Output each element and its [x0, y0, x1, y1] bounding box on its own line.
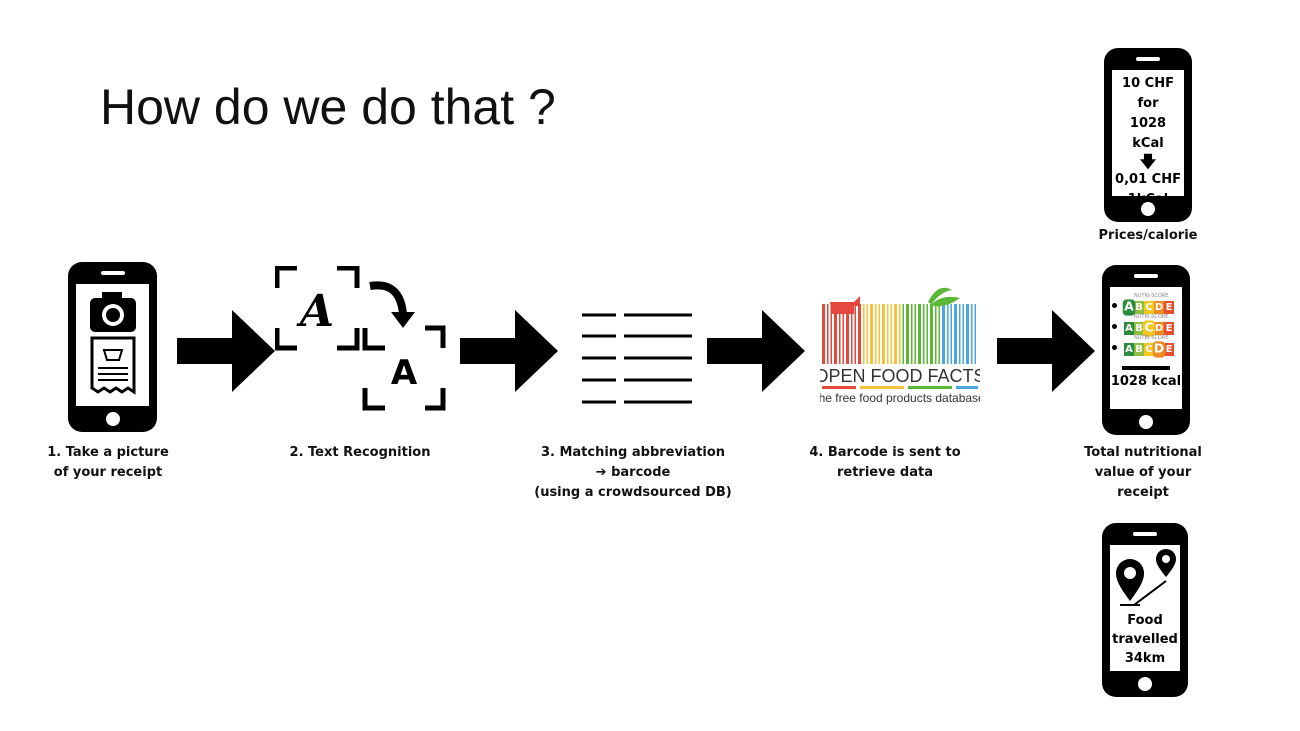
barcode-bar	[947, 304, 949, 364]
barcode-bar	[962, 304, 964, 364]
barcode-bar	[851, 304, 853, 364]
barcode-bar	[846, 304, 849, 364]
nutri-letter: B	[1134, 343, 1144, 356]
barcode-bar	[911, 304, 913, 364]
svg-text:A: A	[391, 353, 418, 393]
svg-text:A: A	[296, 286, 334, 337]
barcode-bar	[942, 304, 945, 364]
nutri-letter: E	[1164, 343, 1174, 356]
nutri-letter: D	[1154, 301, 1164, 314]
nutri-letter: C	[1144, 301, 1154, 314]
step-2-label: 2. Text Recognition	[289, 445, 431, 460]
svg-text:the free food products databas: the free food products database	[820, 391, 980, 405]
barcode-bar	[887, 304, 889, 364]
nutri-letter: B	[1134, 322, 1144, 335]
barcode-bar	[906, 304, 909, 364]
step-3-label: 3. Matching abbreviation➔ barcode(using …	[534, 445, 732, 500]
barcode-bar	[930, 304, 933, 364]
arrow-right-icon	[177, 310, 275, 392]
barcode-bar	[854, 304, 856, 364]
barcode-bar	[839, 304, 841, 364]
text-recognition-icon: A A	[275, 266, 446, 411]
nutri-letter: D	[1154, 322, 1164, 335]
barcode-bar	[863, 304, 865, 364]
barcode-bar	[950, 304, 952, 364]
barcode-bar	[822, 304, 825, 364]
arrow-down-icon: 🡇	[1139, 152, 1157, 171]
nutri-letter: C	[1142, 320, 1156, 337]
receipt-phone-icon	[68, 262, 157, 432]
barcode-bar	[842, 304, 844, 364]
map-pin-icon	[1116, 549, 1176, 606]
barcode-bar	[866, 304, 868, 364]
nutri-letter: E	[1164, 301, 1174, 314]
arrow-right-icon	[460, 310, 558, 392]
barcode-bar	[830, 304, 832, 364]
barcode-bar	[878, 304, 880, 364]
nutri-letter: D	[1152, 341, 1166, 358]
prices-label: Prices/calorie	[1098, 228, 1198, 243]
svg-text:OPEN FOOD FACTS: OPEN FOOD FACTS	[820, 366, 980, 386]
barcode-bar	[894, 304, 897, 364]
barcode-bar	[954, 304, 957, 364]
barcode-bar	[902, 304, 904, 364]
barcode-bar	[882, 304, 885, 364]
barcode-bar	[926, 304, 928, 364]
barcode-bar	[974, 304, 976, 364]
barcode-bar	[959, 304, 961, 364]
nutri-letter: A	[1124, 343, 1134, 356]
barcode-bar	[834, 304, 837, 364]
barcode-bar	[971, 304, 973, 364]
arrow-right-icon	[707, 310, 805, 392]
barcode-bar	[966, 304, 969, 364]
barcode-bar	[875, 304, 877, 364]
barcode-bar	[938, 304, 940, 364]
database-list-icon	[582, 313, 692, 404]
barcode-bar	[890, 304, 892, 364]
slide-title: How do we do that ?	[100, 79, 556, 135]
nutri-letter: B	[1134, 301, 1144, 314]
barcode-bar	[935, 304, 937, 364]
barcode-bar	[858, 304, 861, 364]
barcode-bar	[870, 304, 873, 364]
nutri-letter: A	[1124, 322, 1134, 335]
nutri-letter: A	[1122, 299, 1136, 316]
open-food-facts-logo: OPEN FOOD FACTS the free food products d…	[820, 287, 980, 405]
barcode-bar	[899, 304, 901, 364]
barcode-bar	[827, 304, 829, 364]
arrow-right-icon	[997, 310, 1095, 392]
barcode-bar	[923, 304, 925, 364]
barcode-bar	[914, 304, 916, 364]
total-kcal: 1028 kcal	[1110, 374, 1182, 389]
nutri-letter: E	[1164, 322, 1174, 335]
barcode-bar	[918, 304, 921, 364]
nutri-letter: C	[1144, 343, 1154, 356]
